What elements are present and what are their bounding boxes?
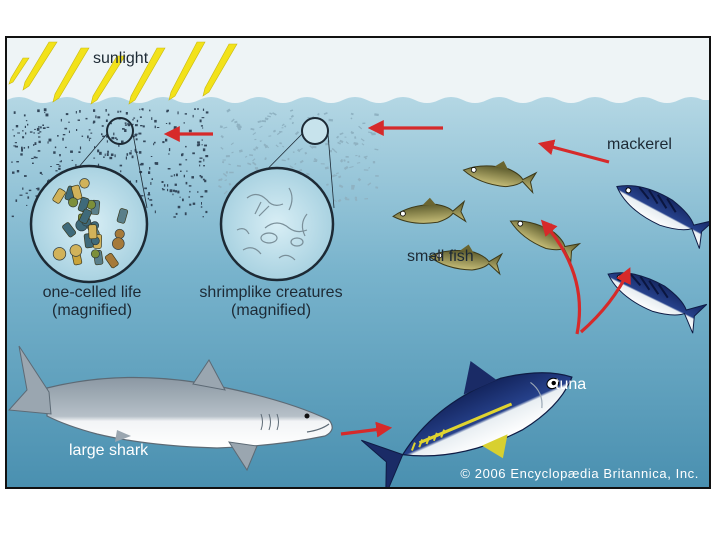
label-one-celled-line2: (magnified) xyxy=(13,302,171,320)
label-tuna: tuna xyxy=(555,376,586,394)
label-one-celled-life: one-celled life (magnified) xyxy=(13,284,171,320)
label-mackerel: mackerel xyxy=(607,136,672,154)
label-shrimplike-creatures: shrimplike creatures (magnified) xyxy=(183,284,359,320)
label-small-fish: small fish xyxy=(407,248,474,266)
label-one-celled-line1: one-celled life xyxy=(13,284,171,302)
shrimplike-creatures-magnified xyxy=(221,168,333,280)
label-sunlight: sunlight xyxy=(93,50,148,68)
diagram-frame: sunlight mackerel small fish one-celled … xyxy=(5,36,711,489)
food-chain-diagram xyxy=(7,38,709,487)
label-large-shark: large shark xyxy=(69,442,148,460)
one-celled-life-magnified xyxy=(31,166,147,282)
label-shrimplike-line2: (magnified) xyxy=(183,302,359,320)
shrimplike-small-lens xyxy=(302,118,328,144)
label-shrimplike-line1: shrimplike creatures xyxy=(183,284,359,302)
copyright-notice: © 2006 Encyclopædia Britannica, Inc. xyxy=(460,466,699,481)
